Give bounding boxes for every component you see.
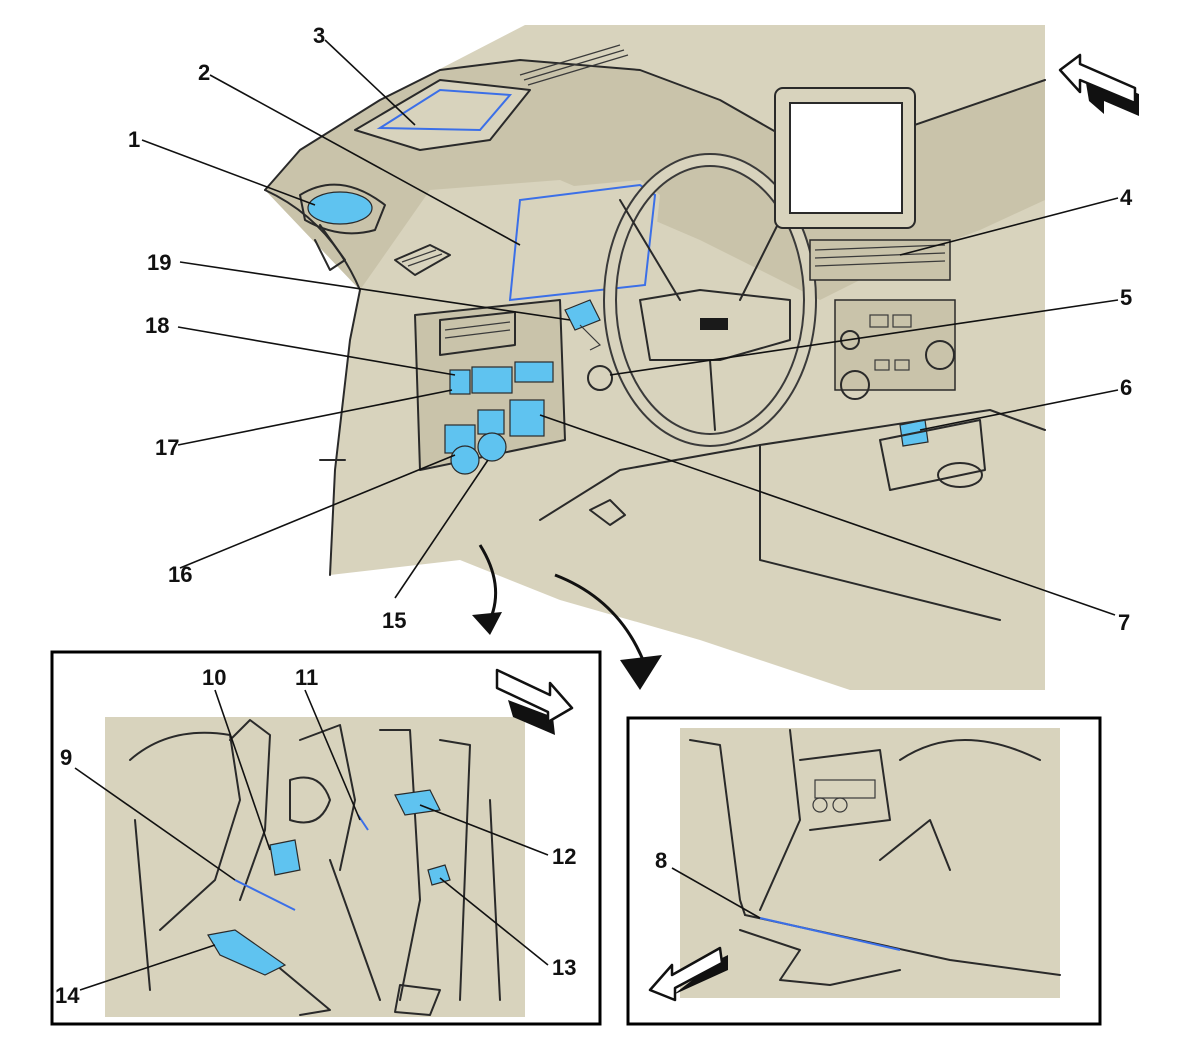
rear-direction-arrow-icon (648, 946, 728, 1002)
callout-14: 14 (55, 983, 80, 1008)
callout-9: 9 (60, 745, 72, 770)
callout-17: 17 (155, 435, 179, 460)
component-14 (207, 929, 287, 976)
component-10 (269, 839, 301, 876)
callout-8: 8 (655, 848, 667, 873)
callout-18: 18 (145, 313, 169, 338)
component-8 (759, 917, 901, 951)
floor-area-inset (626, 716, 1102, 1026)
callout-12: 12 (552, 844, 576, 869)
callout-6: 6 (1120, 375, 1132, 400)
detail-view-arrow-icon (472, 544, 662, 690)
callout-13: 13 (552, 955, 576, 980)
callout-10: 10 (202, 665, 226, 690)
component-13 (427, 864, 451, 886)
callout-15: 15 (382, 608, 406, 633)
callout-labels: 1 2 3 4 5 6 7 8 9 10 11 12 13 14 15 16 1… (55, 23, 1133, 1008)
leader-lines-main (141, 39, 1119, 616)
callout-16: 16 (168, 562, 192, 587)
callout-7: 7 (1118, 610, 1130, 635)
front-direction-arrow-icon (1058, 53, 1139, 116)
leader-lines-floor (671, 867, 761, 919)
main-dashboard-view (141, 25, 1139, 690)
callout-2: 2 (198, 60, 210, 85)
callout-11: 11 (295, 665, 318, 690)
callout-4: 4 (1120, 185, 1133, 210)
callout-1: 1 (128, 127, 140, 152)
component-9 (234, 879, 296, 911)
pedal-area-inset (50, 650, 602, 1026)
callout-5: 5 (1120, 285, 1132, 310)
leader-lines-pedal (74, 689, 549, 991)
callout-19: 19 (147, 250, 171, 275)
side-direction-arrow-icon (495, 668, 574, 735)
callout-3: 3 (313, 23, 325, 48)
